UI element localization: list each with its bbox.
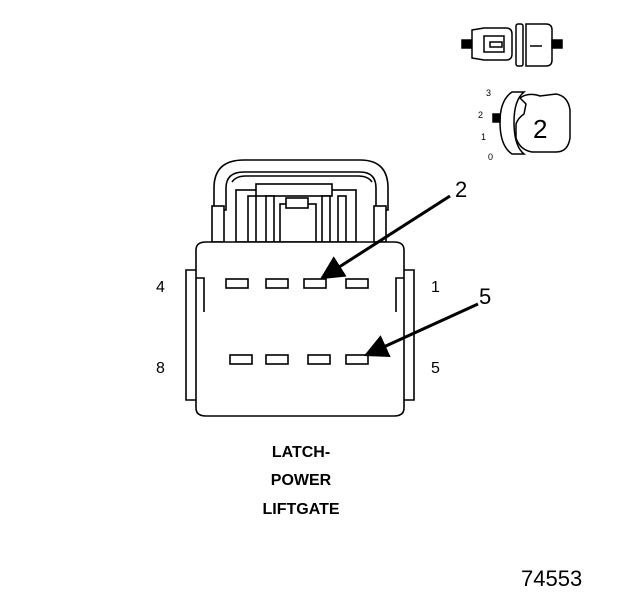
pin-label-5: 5 bbox=[431, 360, 440, 377]
key-tick-1: 1 bbox=[481, 132, 486, 142]
drawing-number: 74553 bbox=[521, 566, 582, 591]
callout-label-2: 2 bbox=[455, 177, 467, 202]
cavity-8 bbox=[229, 354, 253, 365]
pin-label-4: 4 bbox=[156, 279, 165, 296]
cavity-2 bbox=[303, 278, 327, 289]
key-dial-icon bbox=[492, 91, 571, 155]
callout-arrow-2 bbox=[319, 194, 451, 280]
connector-body bbox=[195, 241, 405, 417]
connector-name-line-3: LIFTGATE bbox=[262, 501, 339, 518]
connector-side-view-icon bbox=[461, 23, 563, 67]
cavity-5 bbox=[345, 354, 369, 365]
cavity-3 bbox=[265, 278, 289, 289]
pin-label-1: 1 bbox=[431, 279, 440, 296]
callout-label-5: 5 bbox=[479, 284, 491, 309]
orientation-key: 3 2 1 0 2 bbox=[478, 88, 571, 162]
connector-name-line-1: LATCH- bbox=[272, 444, 330, 461]
connector-name: LATCH- POWER LIFTGATE bbox=[262, 444, 339, 518]
cavity-1 bbox=[345, 278, 369, 289]
connector-name-line-2: POWER bbox=[271, 472, 332, 489]
key-selected-number: 2 bbox=[533, 114, 547, 144]
cavity-6 bbox=[307, 354, 331, 365]
cavity-7 bbox=[265, 354, 289, 365]
pin-cavities bbox=[225, 278, 369, 365]
connector-face bbox=[185, 159, 415, 417]
pin-label-8: 8 bbox=[156, 360, 165, 377]
cavity-4 bbox=[225, 278, 249, 289]
key-tick-3: 3 bbox=[486, 88, 491, 98]
key-tick-2: 2 bbox=[478, 110, 483, 120]
callout-arrow-5 bbox=[363, 302, 479, 357]
key-tick-0: 0 bbox=[488, 152, 493, 162]
